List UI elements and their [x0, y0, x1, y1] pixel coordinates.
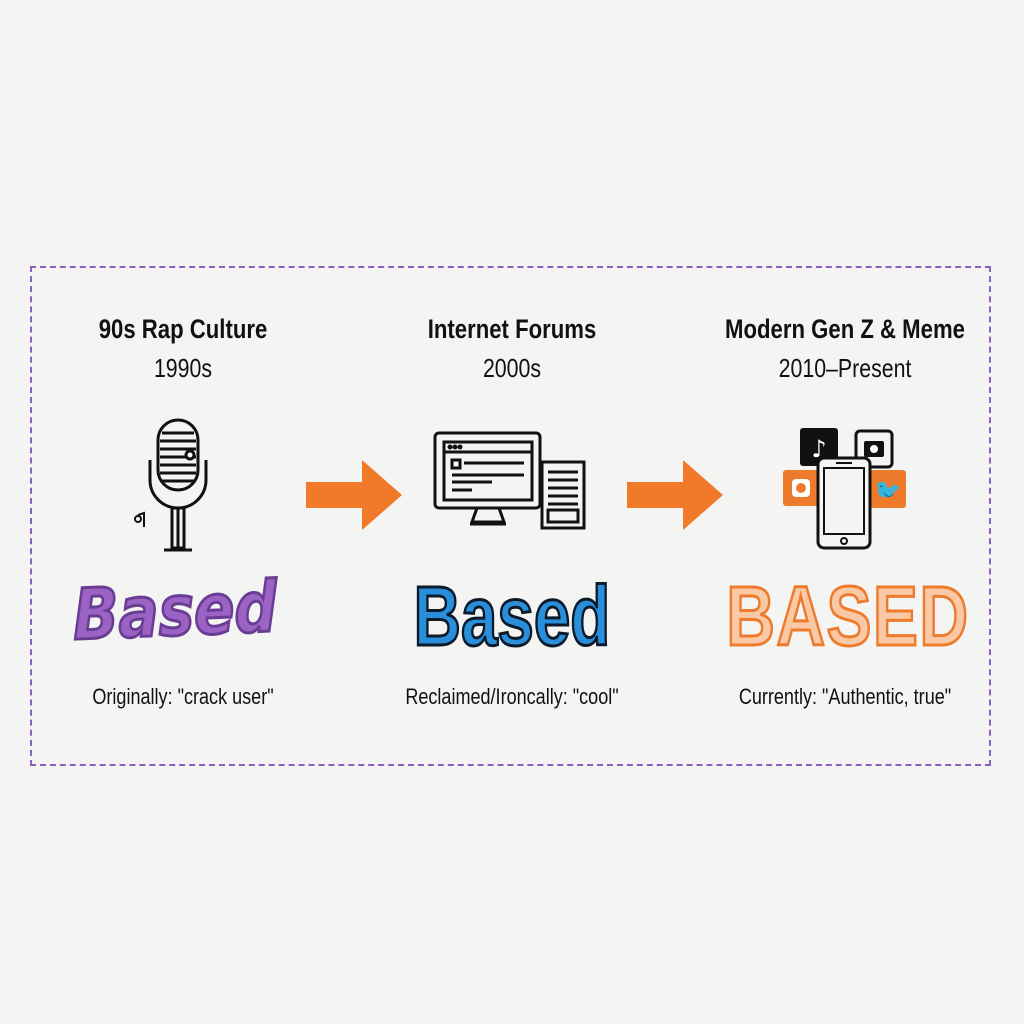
stage-3-year: 2010–Present [778, 353, 912, 383]
stage-2-caption: Reclaimed/Ironcally: "cool" [405, 684, 619, 709]
arrow-right-icon [627, 460, 723, 530]
stage-1-title: 90s Rap Culture [98, 314, 268, 344]
svg-text:♪: ♪ [811, 435, 826, 463]
stage-2-title: Internet Forums [427, 314, 597, 344]
stage-1-year: 1990s [153, 353, 213, 383]
stage-3-caption: Currently: "Authentic, true" [738, 684, 952, 709]
stage-1-caption: Originally: "crack user" [92, 684, 274, 709]
microphone-icon [134, 418, 208, 552]
arrow-right-icon [306, 460, 402, 530]
based-word-blue: Based [413, 568, 612, 665]
stage-3-title: Modern Gen Z & Meme [725, 314, 965, 344]
stage-2-year: 2000s [482, 353, 542, 383]
desktop-computer-icon [433, 431, 586, 530]
based-word-orange: BASED [725, 568, 970, 665]
timeline-frame [30, 266, 991, 766]
based-word-purple: Based [71, 564, 280, 657]
svg-text:🐦: 🐦 [874, 479, 901, 504]
social-media-phone-icon: ♪ 🐦 [783, 428, 906, 550]
